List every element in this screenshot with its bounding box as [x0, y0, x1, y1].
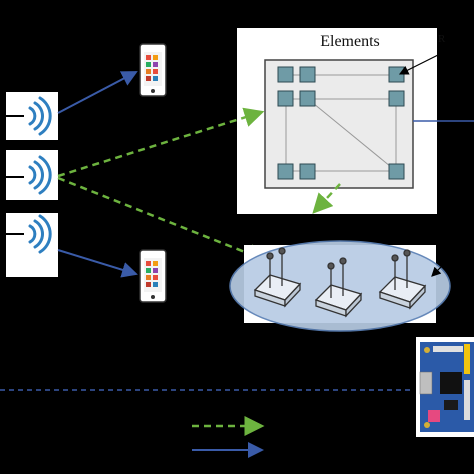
antenna-icon [314, 257, 363, 318]
wifi-icon [28, 96, 52, 136]
dashed-arrow-elements-to-antennas [312, 183, 341, 214]
elements-title: Elements [320, 33, 380, 50]
wifi-icon [28, 155, 52, 195]
circuit-board-image [416, 337, 474, 437]
element-square [277, 90, 294, 107]
elements-side-label: R [438, 33, 446, 45]
element-square [388, 163, 405, 180]
arrow-to-phone-top [57, 71, 138, 114]
element-square [299, 66, 316, 83]
elements-panel [237, 28, 437, 214]
element-square [299, 163, 316, 180]
wifi-icon [28, 214, 52, 254]
element-square [277, 66, 294, 83]
access-point-top [6, 92, 58, 140]
element-square [277, 163, 294, 180]
element-square [299, 90, 316, 107]
smartphone-icon [139, 43, 167, 97]
antenna-icon [253, 247, 302, 308]
antenna-icon [378, 249, 427, 310]
antenna-group [229, 240, 451, 332]
access-point-bottom [6, 213, 58, 277]
r-pointer-arrow [398, 49, 449, 75]
dashed-arrow-to-elements [57, 107, 265, 178]
smartphone-icon [139, 249, 167, 303]
element-square [388, 90, 405, 107]
dashed-arrow-to-antennas [57, 176, 268, 263]
access-point-middle [6, 150, 58, 200]
antenna-pointer-arrow [431, 261, 447, 277]
arrow-to-phone-bottom [57, 249, 138, 278]
element-square [388, 66, 405, 83]
